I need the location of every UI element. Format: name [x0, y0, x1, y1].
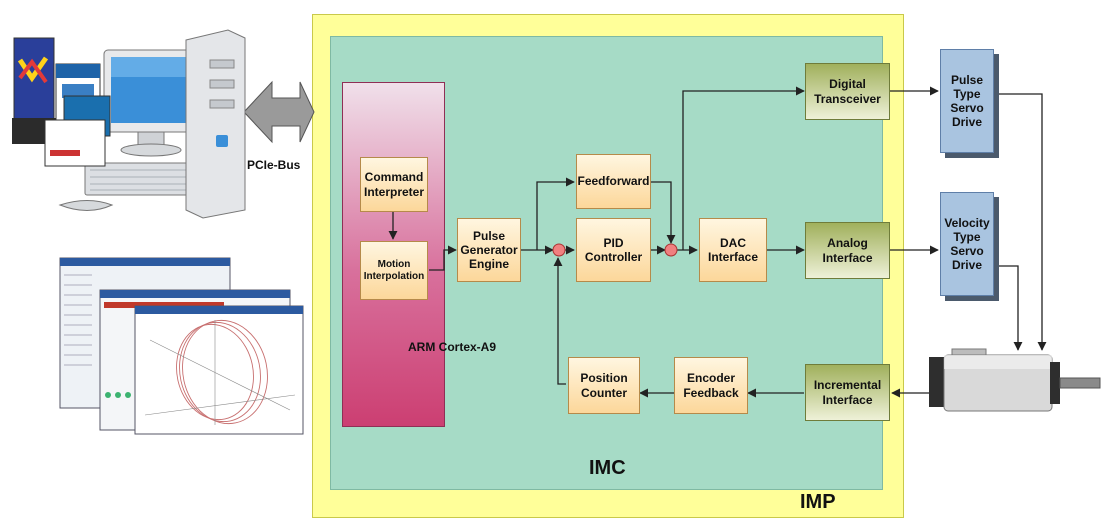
feedforward-block: Feedforward [576, 154, 651, 209]
software-screenshots-icon [59, 257, 304, 435]
arm-cortex-label: ARM Cortex-A9 [408, 340, 497, 354]
pulse-servo-drive-block: Pulse Type Servo Drive [940, 49, 994, 153]
summing-junction-1 [552, 243, 566, 257]
wire-pulse-servo-to-motor [994, 93, 1047, 351]
velocity-servo-drive-block: Velocity Type Servo Drive [940, 192, 994, 296]
wire-velocity-servo-to-motor [994, 265, 1023, 351]
wire-to-digital-transceiver [682, 86, 805, 250]
incremental-interface-block: Incremental Interface [805, 364, 890, 421]
imc-label: IMC [589, 457, 626, 479]
wire-pulse-to-feedforward [536, 177, 575, 250]
motion-interpolation-block: Motion Interpolation [360, 241, 428, 300]
pid-controller-block: PID Controller [576, 218, 651, 282]
encoder-feedback-block: Encoder Feedback [674, 357, 748, 414]
summing-junction-2 [664, 243, 678, 257]
pulse-generator-block: Pulse Generator Engine [457, 218, 521, 282]
position-counter-block: Position Counter [568, 357, 640, 414]
wire-feedforward-to-sum2 [651, 181, 676, 244]
digital-transceiver-block: Digital Transceiver [805, 63, 890, 120]
computer-icon [58, 29, 246, 219]
software-packages-icon [12, 37, 111, 167]
dac-interface-block: DAC Interface [699, 218, 767, 282]
wire-feedback-to-sum1 [553, 257, 566, 385]
analog-interface-block: Analog Interface [805, 222, 890, 279]
pcie-bus-arrow-icon [243, 80, 315, 144]
command-interpreter-block: Command Interpreter [360, 157, 428, 212]
wire-motion-to-pulse [429, 245, 457, 271]
servo-motor-icon [929, 348, 1101, 412]
pcie-bus-label: PCIe-Bus [247, 158, 301, 172]
imp-label: IMP [800, 491, 836, 513]
